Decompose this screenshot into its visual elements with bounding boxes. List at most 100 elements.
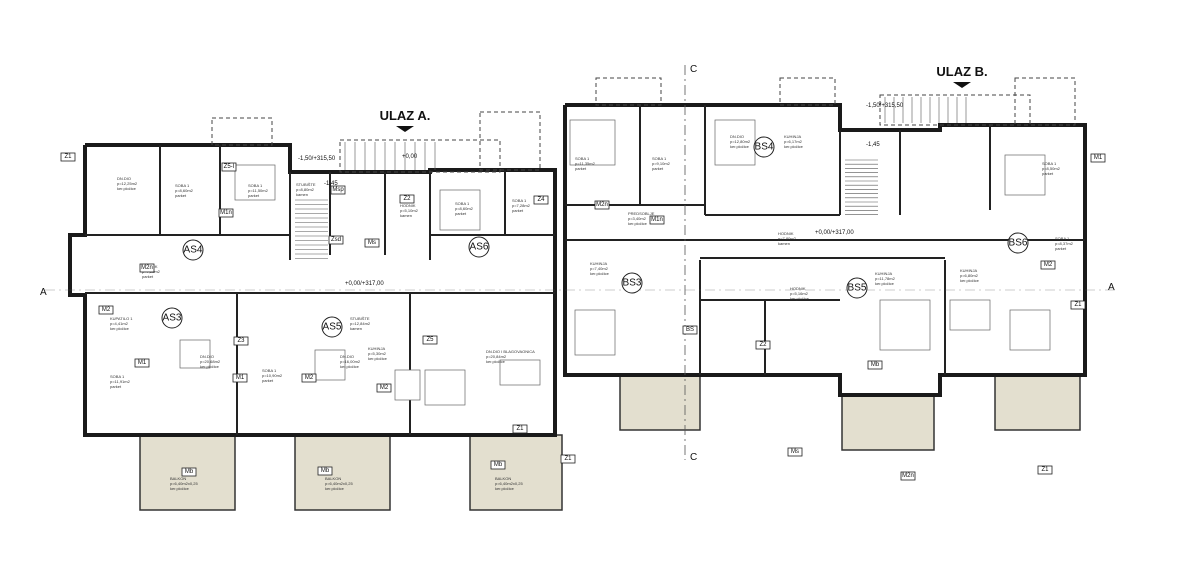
room-area: p=16,00m2 <box>340 359 361 364</box>
balcony <box>294 434 391 511</box>
room-area: p=8,60m2 <box>175 188 194 193</box>
element-tag: Z2 <box>755 340 771 350</box>
element-tag: Z1 <box>60 152 76 162</box>
tag-text: M2n <box>141 265 153 271</box>
room-name: HODNIK <box>790 286 806 291</box>
room-area: p=8,80m2 <box>296 187 315 192</box>
room-floor: ker.pločice <box>486 359 506 364</box>
room-name: SOBA 1 <box>575 156 590 161</box>
canopy-outlines <box>211 77 1076 173</box>
section-lines <box>45 65 1115 460</box>
interior-walls <box>85 105 1085 435</box>
tag-text: Ms <box>368 240 376 246</box>
entrance-label: ULAZ B. <box>936 64 987 79</box>
element-tag: Z2 <box>399 194 415 204</box>
room-floor: ker.pločice <box>875 281 895 286</box>
unit-label: BS3 <box>623 278 642 289</box>
unit-label: BS6 <box>1009 238 1028 249</box>
room-name: SOBA 1 <box>652 156 667 161</box>
room-floor: ker.pločice <box>495 486 515 491</box>
room-area: p=20,68m2 <box>200 359 221 364</box>
unit-label: BS4 <box>755 142 774 153</box>
room-floor: ker.pločice <box>790 296 810 301</box>
element-tag: M2 <box>376 383 392 393</box>
room-area: p=8,60m2 <box>455 206 474 211</box>
room-name: BALKON <box>170 476 186 481</box>
tag-text: M1 <box>138 360 147 366</box>
level-marker: +0,00 <box>402 154 418 160</box>
tag-text: Z5 <box>426 337 434 343</box>
element-tag: Mb <box>181 467 197 477</box>
room-floor: parket <box>512 208 524 213</box>
room-area: p=4,41m2 <box>110 321 129 326</box>
room-name: SOBA 1 <box>110 374 125 379</box>
tag-text: Z2 <box>403 196 411 202</box>
tag-text: M2 <box>380 385 389 391</box>
labels: ULAZ A.ULAZ B.AS4AS3AS5AS6BS3BS4BS5BS6CC… <box>40 64 1115 491</box>
room-area: p=5,30m2 <box>368 351 387 356</box>
unit-label: AS4 <box>184 245 203 256</box>
unit-marker <box>161 307 183 329</box>
room-floor: parket <box>175 193 187 198</box>
room-floor: parket <box>652 166 664 171</box>
level-marker: +0,00/+317,00 <box>815 230 854 236</box>
unit-label: AS5 <box>323 322 342 333</box>
room-floor: ker.pločice <box>960 278 980 283</box>
room-name: DN.DIO <box>730 134 744 139</box>
room-area: p=6,80m2 <box>960 273 979 278</box>
element-tag: Z1 <box>1070 300 1086 310</box>
stairs <box>295 97 967 259</box>
room-area: p=12,84m2 <box>350 321 371 326</box>
tag-text: Z1 <box>64 154 72 160</box>
element-tag: M2n <box>900 471 916 481</box>
tag-text: M2 <box>102 307 111 313</box>
room-area: p=6,40m2x0,25 <box>170 481 198 486</box>
room-area: p=6,17m2 <box>784 139 803 144</box>
element-tag: Z1 <box>1037 465 1053 475</box>
unit-marker <box>321 316 343 338</box>
section-mark: A <box>1108 282 1115 293</box>
room-floor: ker.pločice <box>200 364 220 369</box>
room-name: SOBA 1 <box>175 183 190 188</box>
balcony <box>469 434 563 511</box>
element-tag: Z5-I <box>221 162 237 172</box>
room-floor: parket <box>1055 246 1067 251</box>
entrance-arrow-icon <box>953 82 971 88</box>
room-name: KUPATILO 1 <box>110 316 133 321</box>
room-floor: kamen <box>778 241 790 246</box>
room-floor: kamen <box>400 213 412 218</box>
room-name: DN.DIO <box>340 354 354 359</box>
room-name: HODNIK <box>400 203 416 208</box>
room-name: SOBA 1 <box>262 368 277 373</box>
room-area: p=6,40m2x0,25 <box>325 481 353 486</box>
room-floor: kamen <box>350 326 362 331</box>
element-tag: M1 <box>134 358 150 368</box>
room-floor: parket <box>1042 171 1054 176</box>
tag-text: Z2 <box>759 342 767 348</box>
unit-label: BS5 <box>848 283 867 294</box>
tag-text: M2n <box>902 473 914 479</box>
section-mark: A <box>40 287 47 298</box>
element-tag: Zsd <box>328 235 344 245</box>
room-area: p=12,25m2 <box>117 181 138 186</box>
room-area: p=8,37m2 <box>1055 241 1074 246</box>
element-tag: M1 <box>1090 153 1106 163</box>
element-tag: M2 <box>98 305 114 315</box>
